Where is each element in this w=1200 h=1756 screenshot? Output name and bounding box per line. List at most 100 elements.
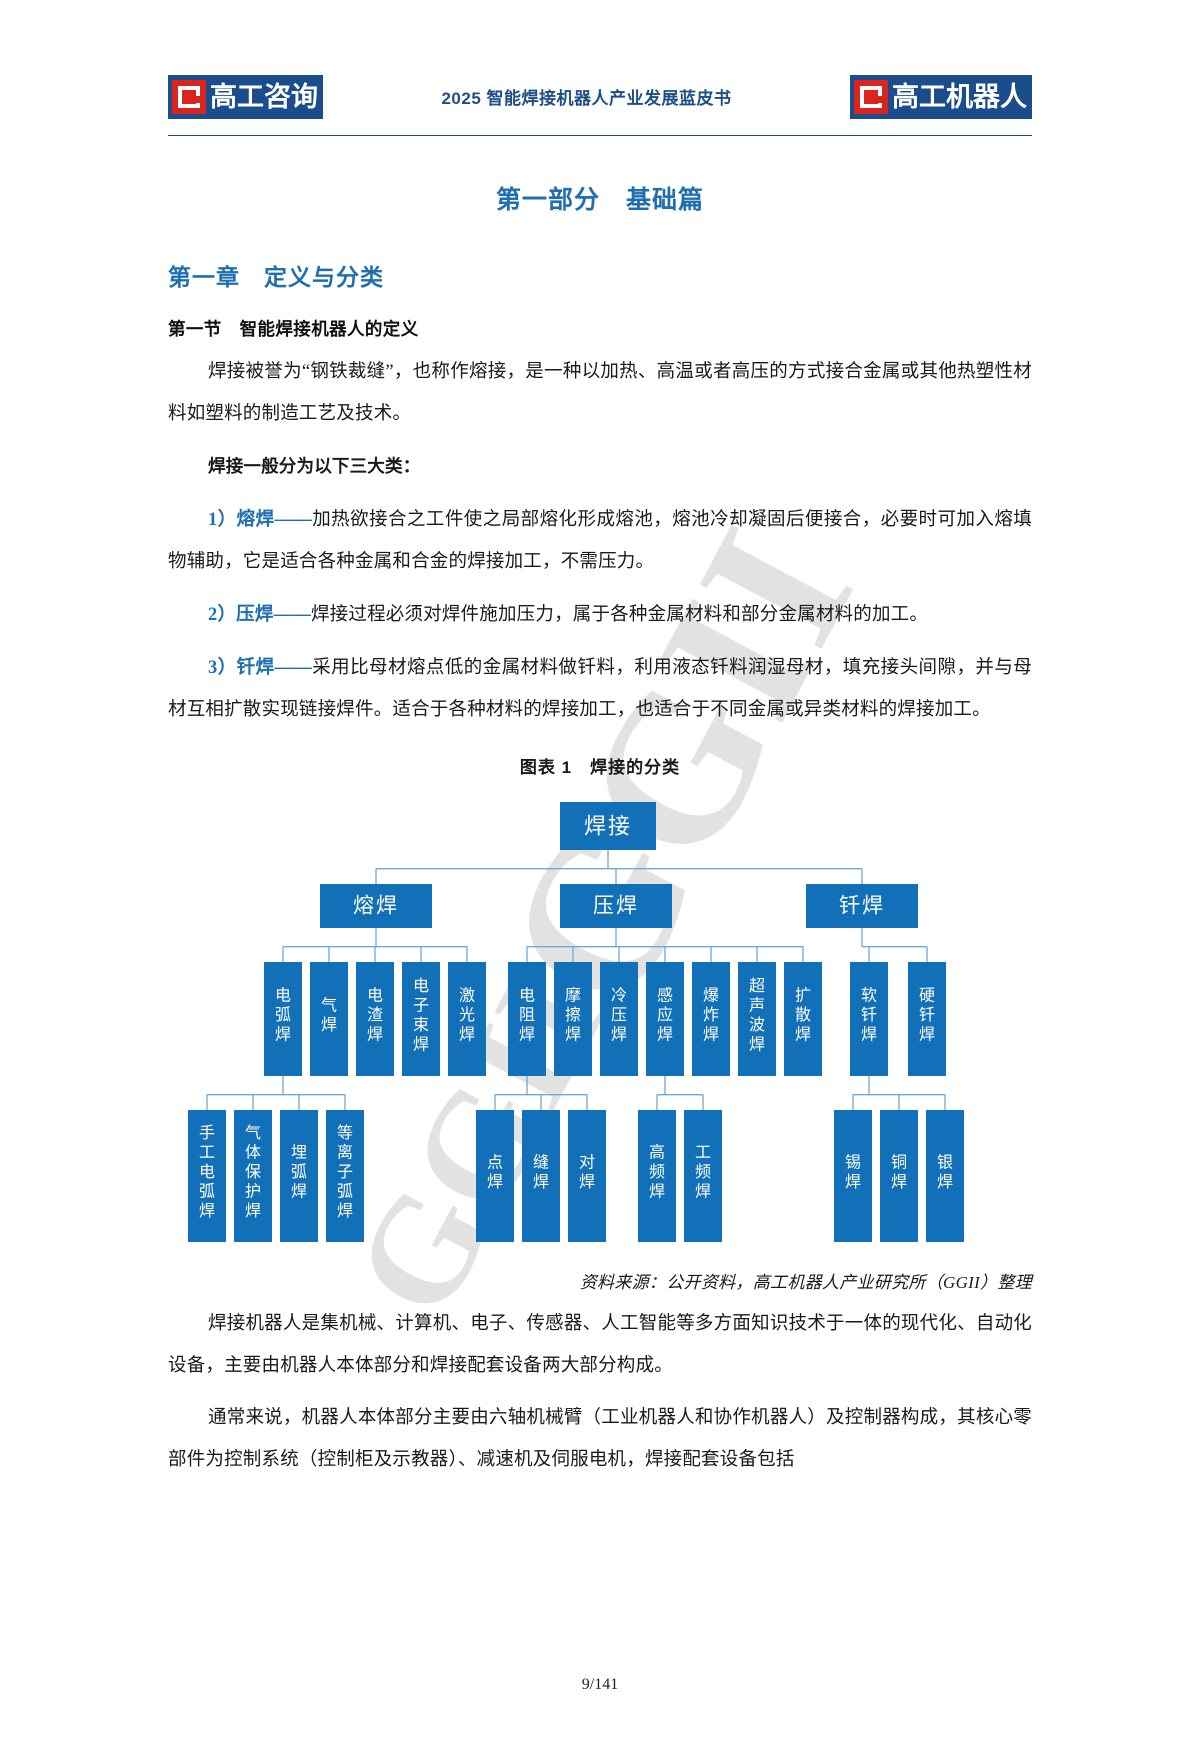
tree-node-box: [646, 962, 684, 1076]
paragraph-lead-in: 焊接一般分为以下三大类：: [168, 445, 1032, 488]
tree-node-label: 熔焊: [353, 895, 399, 918]
tree-node-box: [310, 962, 348, 1076]
tree-node-box: [320, 884, 432, 928]
tree-node-label: 钎焊: [839, 895, 885, 918]
tree-node-label: 银焊: [937, 1153, 953, 1191]
tree-node-l2a4: 电子束焊: [402, 962, 440, 1076]
tree-node-label: 铜焊: [891, 1153, 907, 1191]
tree-node-box: [234, 1110, 272, 1242]
tree-node-l3d1: 锡焊: [834, 1110, 872, 1242]
tree-node-label: 电弧焊: [275, 987, 291, 1044]
brand-logo-left-text: 高工咨询: [210, 81, 318, 112]
tree-node-label: 气焊: [321, 996, 337, 1034]
list-item-1-number: 1）: [208, 510, 237, 530]
tree-node-box: [356, 962, 394, 1076]
tree-node-label: 感应焊: [657, 987, 673, 1044]
tree-node-label: 爆炸焊: [703, 986, 719, 1044]
list-item-3-keyword: 钎焊: [236, 656, 275, 677]
tree-node-l2a3: 电渣焊: [356, 962, 394, 1076]
tree-node-label: 点焊: [487, 1153, 503, 1191]
tree-node-box: [264, 962, 302, 1076]
tree-node-box: [326, 1110, 364, 1242]
tree-node-box: [568, 1110, 606, 1242]
tree-node-l1b: 压焊: [560, 884, 672, 928]
list-item-2-text: 焊接过程必须对焊件施加压力，属于各种金属材料和部分金属材料的加工。: [310, 605, 929, 625]
tree-node-l2b4: 感应焊: [646, 962, 684, 1076]
figure-caption: 图表 1 焊接的分类: [519, 758, 681, 777]
list-item-1: 1）熔焊——加热欲接合之工件使之局部熔化形成熔池，熔池冷却凝固后便接合，必要时可…: [168, 498, 1032, 583]
tree-node-l2c1: 软钎焊: [850, 962, 888, 1076]
tree-node-label: 手工电弧焊: [199, 1124, 215, 1220]
section-title: 第一节 智能焊接机器人的定义: [168, 319, 419, 339]
tree-node-label: 焊接: [584, 814, 632, 839]
tree-node-l2a1: 电弧焊: [264, 962, 302, 1076]
tree-node-l2c2: 硬钎焊: [908, 962, 946, 1076]
g-logo-icon: [853, 79, 888, 114]
tree-node-box: [402, 962, 440, 1076]
tree-node-box: [560, 802, 656, 850]
tree-node-box: [448, 962, 486, 1076]
tree-node-l2b2: 摩擦焊: [554, 962, 592, 1076]
paragraph-robot-composition: 焊接机器人是集机械、计算机、电子、传感器、人工智能等多方面知识技术于一体的现代化…: [168, 1314, 1032, 1376]
tree-node-box: [738, 962, 776, 1076]
list-item-1-keyword: 熔焊: [236, 508, 275, 529]
tree-node-l3c1: 高频焊: [638, 1110, 676, 1242]
tree-node-label: 电阻焊: [519, 987, 535, 1044]
chapter-title: 第一章 定义与分类: [168, 264, 384, 290]
figure-source-note: 资料来源：公开资料，高工机器人产业研究所（GGII）整理: [579, 1273, 1032, 1292]
tree-node-l3b3: 对焊: [568, 1110, 606, 1242]
tree-node-box: [188, 1110, 226, 1242]
tree-node-label: 电子束焊: [413, 977, 429, 1054]
figure-welding-classification: 焊接熔焊 压焊 钎焊电弧焊 气焊电渣焊 电子束焊 激光焊 电阻焊 摩擦焊 冷压焊 感应焊 爆炸焊 超声…: [168, 792, 1032, 1262]
list-item-2: 2）压焊——焊接过程必须对焊件施加压力，属于各种金属材料和部分金属材料的加工。: [168, 593, 1032, 636]
tree-node-label: 锡焊: [845, 1153, 861, 1191]
tree-node-box: [600, 962, 638, 1076]
tree-node-l2a5: 激光焊: [448, 962, 486, 1076]
tree-node-label: 摩擦焊: [565, 987, 581, 1044]
tree-node-box: [880, 1110, 918, 1242]
tree-node-l3a3: 埋弧焊: [280, 1110, 318, 1242]
list-item-1-text: 加热欲接合之工件使之局部熔化形成熔池，熔池冷却凝固后便接合，必要时可加入熔填物辅…: [168, 510, 1033, 572]
tree-node-label: 激光焊: [459, 987, 475, 1044]
tree-node-label: 冷压焊: [611, 987, 627, 1044]
list-item-2-number: 2）: [208, 605, 237, 625]
tree-node-l2b6: 超声波焊: [738, 962, 776, 1076]
tree-node-box: [684, 1110, 722, 1242]
tree-node-box: [522, 1110, 560, 1242]
tree-node-box: [850, 962, 888, 1076]
tree-node-l2b5: 爆炸焊: [692, 962, 730, 1076]
tree-node-l3c2: 工频焊: [684, 1110, 722, 1242]
tree-node-l3d2: 铜焊: [880, 1110, 918, 1242]
paragraph-robot-core-parts: 通常来说，机器人本体部分主要由六轴机械臂（工业机器人和协作机器人）及控制器构成，…: [168, 1408, 1032, 1470]
list-item-3-number: 3）: [208, 658, 237, 678]
tree-node-l1a: 熔焊: [320, 884, 432, 928]
tree-node-box: [926, 1110, 964, 1242]
list-item-3-dash: ——: [274, 658, 312, 678]
page-footer: 9/141: [0, 1676, 1200, 1694]
part-title: 第一部分 基础篇: [495, 186, 704, 214]
tree-node-root: 焊接: [560, 802, 656, 850]
tree-node-label: 埋弧焊: [291, 1144, 307, 1201]
tree-node-label: 高频焊: [649, 1144, 665, 1201]
tree-node-label: 对焊: [579, 1153, 595, 1191]
page-number: 9/141: [581, 1676, 619, 1693]
tree-node-l3d3: 银焊: [926, 1110, 964, 1242]
tree-node-box: [638, 1110, 676, 1242]
tree-node-box: [476, 1110, 514, 1242]
tree-node-box: [692, 962, 730, 1076]
tree-node-l2b7: 扩散焊: [784, 962, 822, 1076]
tree-node-box: [806, 884, 918, 928]
tree-node-label: 等离子弧焊: [337, 1124, 353, 1220]
list-item-2-dash: ——: [273, 605, 311, 625]
tree-node-box: [554, 962, 592, 1076]
page-header: 高工咨询 2025 智能焊接机器人产业发展蓝皮书 高工机器人: [168, 58, 1032, 136]
tree-node-label: 压焊: [593, 895, 639, 918]
header-title: 2025 智能焊接机器人产业发展蓝皮书: [441, 89, 732, 108]
tree-node-l3b2: 缝焊: [522, 1110, 560, 1242]
tree-node-label: 扩散焊: [795, 987, 811, 1044]
tree-node-label: 超声波焊: [749, 977, 765, 1054]
g-logo-icon: [172, 79, 206, 114]
list-item-2-keyword: 压焊: [236, 603, 274, 624]
tree-node-l3a4: 等离子弧焊: [326, 1110, 364, 1242]
